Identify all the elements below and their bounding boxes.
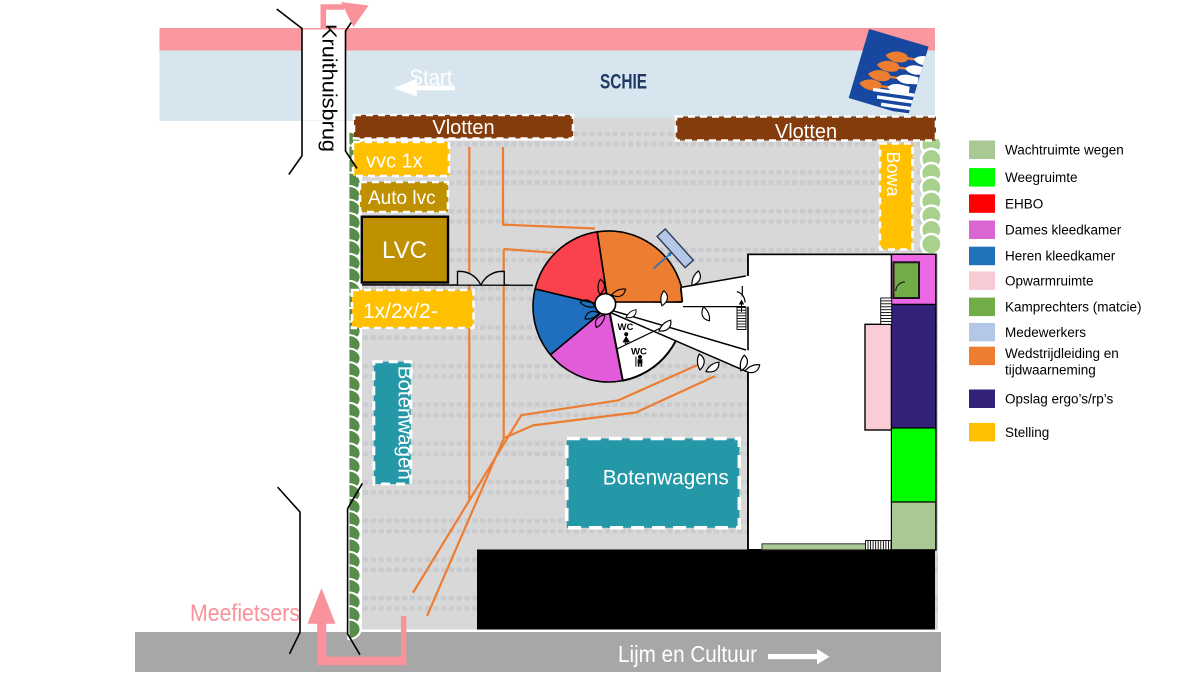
- svg-text:1x/2x/2-: 1x/2x/2-: [363, 300, 438, 323]
- svg-text:Wachtruimte wegen: Wachtruimte wegen: [1005, 143, 1124, 158]
- svg-text:vvc 1x: vvc 1x: [366, 151, 423, 173]
- svg-text:Opwarmruimte: Opwarmruimte: [1005, 273, 1094, 288]
- svg-text:Opslag ergo’s/rp’s: Opslag ergo’s/rp’s: [1005, 392, 1114, 407]
- svg-text:tijdwaarneming: tijdwaarneming: [1005, 363, 1096, 378]
- svg-text:Heren kleedkamer: Heren kleedkamer: [1005, 249, 1116, 264]
- svg-text:Meefietsers: Meefietsers: [190, 600, 300, 627]
- svg-text:Vlotten: Vlotten: [775, 121, 837, 143]
- svg-text:Botenwagen: Botenwagen: [394, 366, 416, 480]
- svg-text:Kamprechters (matcie): Kamprechters (matcie): [1005, 300, 1142, 315]
- svg-text:Bowa: Bowa: [883, 151, 903, 197]
- svg-text:SCHIE: SCHIE: [600, 70, 647, 93]
- svg-text:Stelling: Stelling: [1005, 425, 1049, 440]
- svg-text:Botenwagens: Botenwagens: [603, 467, 729, 490]
- svg-text:EHBO: EHBO: [1005, 196, 1043, 211]
- svg-text:WC: WC: [631, 347, 647, 358]
- svg-text:WC: WC: [618, 322, 634, 333]
- svg-text:Kruithuisbrug: Kruithuisbrug: [318, 24, 340, 152]
- svg-text:Dames kleedkamer: Dames kleedkamer: [1005, 223, 1122, 238]
- svg-text:Auto lvc: Auto lvc: [368, 188, 436, 209]
- svg-text:Medewerkers: Medewerkers: [1005, 325, 1086, 340]
- svg-text:Lijm en Cultuur: Lijm en Cultuur: [618, 641, 757, 667]
- svg-text:Weegruimte: Weegruimte: [1005, 170, 1078, 185]
- svg-text:Vlotten: Vlotten: [432, 117, 494, 139]
- svg-text:Wedstrijdleiding en: Wedstrijdleiding en: [1005, 346, 1119, 361]
- svg-text:LVC: LVC: [382, 237, 427, 264]
